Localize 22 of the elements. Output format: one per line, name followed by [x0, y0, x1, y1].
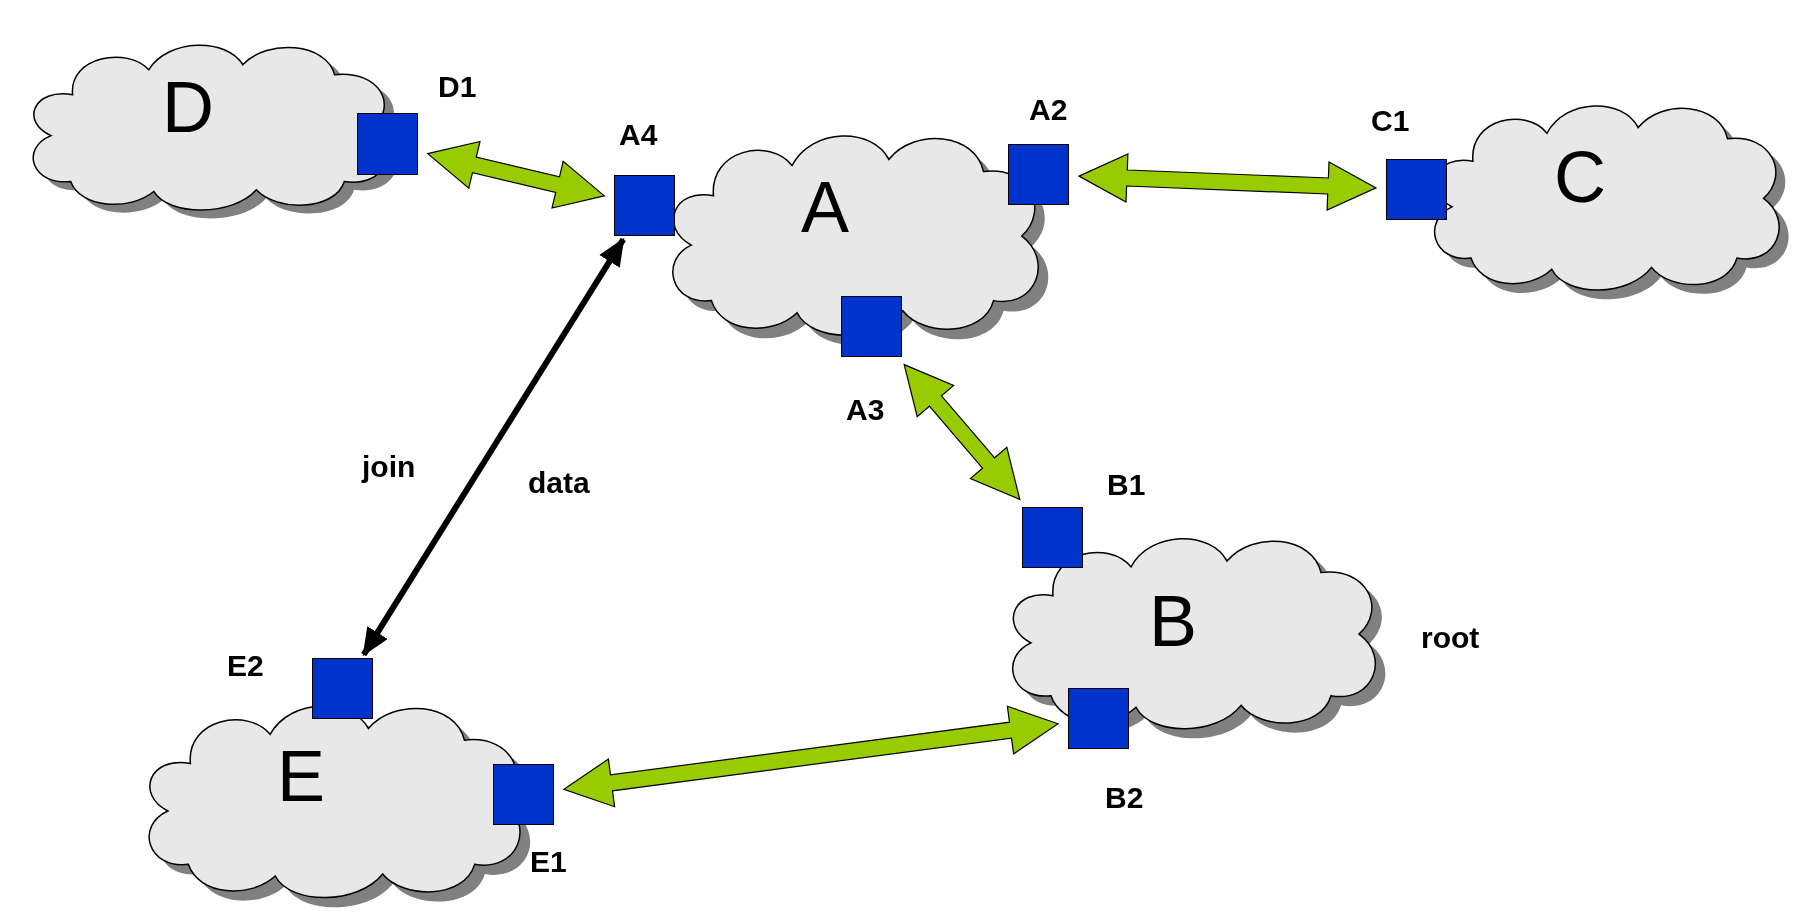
- port-label: E1: [530, 847, 567, 877]
- cloud-label: E: [277, 740, 326, 812]
- port-label: A2: [1029, 95, 1068, 125]
- block-arrow: [426, 140, 606, 209]
- arrow: [361, 237, 626, 657]
- port-label: B1: [1107, 470, 1146, 500]
- port-label: A4: [619, 120, 658, 150]
- cloud-label: B: [1149, 585, 1198, 657]
- block-arrow: [1077, 153, 1378, 211]
- cloud-label: C: [1554, 141, 1606, 213]
- port-label: C1: [1371, 106, 1410, 136]
- cloud-label: A: [801, 171, 850, 243]
- cloud-label: D: [162, 71, 214, 143]
- flow-label: data: [528, 468, 590, 498]
- block-arrow: [903, 363, 1021, 501]
- edge-label: join: [362, 452, 416, 482]
- port-label: B2: [1105, 783, 1144, 813]
- cloud-note: root: [1421, 623, 1480, 653]
- port-label: A3: [846, 395, 885, 425]
- port-label: D1: [438, 72, 477, 102]
- block-arrow: [562, 705, 1060, 808]
- port-label: E2: [227, 651, 264, 681]
